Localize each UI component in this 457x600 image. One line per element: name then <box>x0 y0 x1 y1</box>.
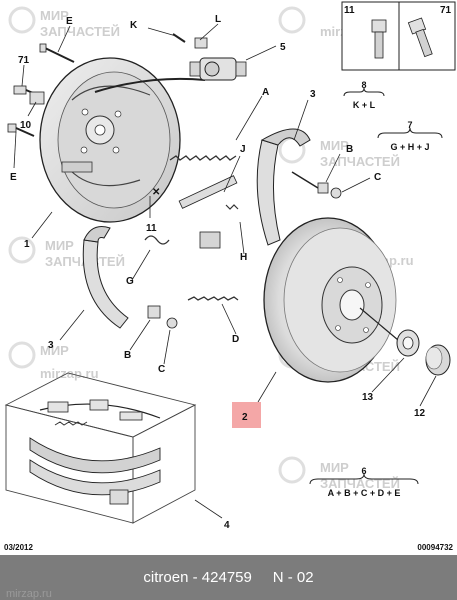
callout-label: B <box>124 350 131 361</box>
watermark-text: mirzap.ru <box>6 588 52 600</box>
callout-label: 3 <box>48 340 54 351</box>
callout-label: A <box>262 87 269 98</box>
group-number: 6 <box>361 466 366 476</box>
callout-label: 1 <box>24 239 30 250</box>
spring-h <box>199 204 239 249</box>
handbrake-cable <box>94 77 206 93</box>
callout-label: 12 <box>414 408 426 419</box>
caption-sep: - <box>192 569 198 586</box>
watermark-text: ЗАПЧАСТЕЙ <box>40 24 120 39</box>
bolt-part <box>7 43 75 137</box>
caption-bar: citroen - 424759 N - 02 <box>0 555 457 600</box>
callout-label: E <box>66 16 73 27</box>
footer-ref: 00094732 <box>417 543 453 552</box>
callout-label: 5 <box>280 42 286 53</box>
watermark-logo-icon <box>278 456 306 484</box>
group-formula: K + L <box>353 100 376 110</box>
inset-parts-box: 11 71 <box>341 1 456 71</box>
highlight-box <box>232 402 261 428</box>
brake-shoe-lower <box>82 226 129 329</box>
hub-nut <box>359 307 420 357</box>
group-6: 6 A + B + C + D + E <box>309 466 419 498</box>
watermark-text: ЗАПЧАСТЕЙ <box>320 154 400 169</box>
backing-plate <box>39 57 181 223</box>
callout-label: C <box>374 172 381 183</box>
watermark-text: МИР <box>40 343 69 358</box>
callout-label: J <box>240 144 246 155</box>
caption-part: 424759 <box>201 569 252 586</box>
callout-label: D <box>232 334 239 345</box>
watermark-logo-icon <box>8 6 36 34</box>
callout-label: 71 <box>18 55 30 66</box>
callout-label: 10 <box>20 120 32 131</box>
callout-label: B <box>346 144 353 155</box>
watermark-text: МИР <box>45 238 74 253</box>
group-number: 7 <box>407 120 412 130</box>
group-formula: G + H + J <box>390 142 429 152</box>
caption-diagram: N - 02 <box>272 569 314 586</box>
group-7: 7 G + H + J <box>377 120 443 152</box>
callout-label: E <box>10 172 17 183</box>
caption-brand: citroen <box>143 569 189 586</box>
return-spring-d <box>187 296 239 301</box>
adjuster-j <box>178 175 238 209</box>
inset-label-71: 71 <box>440 5 452 16</box>
hub-cap <box>425 344 451 376</box>
hold-down-pin <box>291 171 342 199</box>
watermark-text: МИР <box>320 460 349 475</box>
hold-down-pin <box>147 305 178 329</box>
watermark-logo-icon <box>8 236 36 264</box>
brake-exploded-diagram: МИР ЗАПЧАСТЕЙ mirzap.ru МИР ЗАПЧАСТЕЙ МИ… <box>4 1 456 552</box>
watermark-text: МИР <box>320 138 349 153</box>
brake-drum <box>263 217 397 383</box>
callout-label: K <box>130 20 138 31</box>
watermark-logo-icon <box>8 341 36 369</box>
group-formula: A + B + C + D + E <box>328 488 401 498</box>
bleed-screw <box>172 33 208 49</box>
shoe-kit-box <box>4 372 197 524</box>
leader-lines <box>13 23 437 519</box>
callout-label: L <box>215 14 221 25</box>
return-spring-a <box>169 155 237 161</box>
watermark-text: ЗАПЧАСТЕЙ <box>320 476 400 491</box>
callout-label: 2 <box>242 412 248 423</box>
inset-label-11: 11 <box>344 5 355 16</box>
cross-marker-icon: ✕ <box>152 187 160 198</box>
group-number: 8 <box>361 80 366 90</box>
callout-label: G <box>126 276 134 287</box>
callout-labels: E K L 5 71 10 E A 3 J B C 11 1 G H 3 D B… <box>10 14 426 531</box>
callout-label: H <box>240 252 247 263</box>
callout-label: 13 <box>362 392 374 403</box>
callout-label: C <box>158 364 165 375</box>
brake-shoe-upper <box>256 128 311 246</box>
watermark-logo-icon <box>278 6 306 34</box>
callout-label: 4 <box>224 520 230 531</box>
group-8: 8 K + L <box>343 80 385 110</box>
callout-label: 11 <box>146 223 157 234</box>
callout-label: 3 <box>310 89 316 100</box>
watermark-text: МИР <box>40 8 69 23</box>
wheel-cylinder <box>189 57 247 81</box>
footer-date: 03/2012 <box>4 543 33 552</box>
spring-g <box>144 235 170 245</box>
